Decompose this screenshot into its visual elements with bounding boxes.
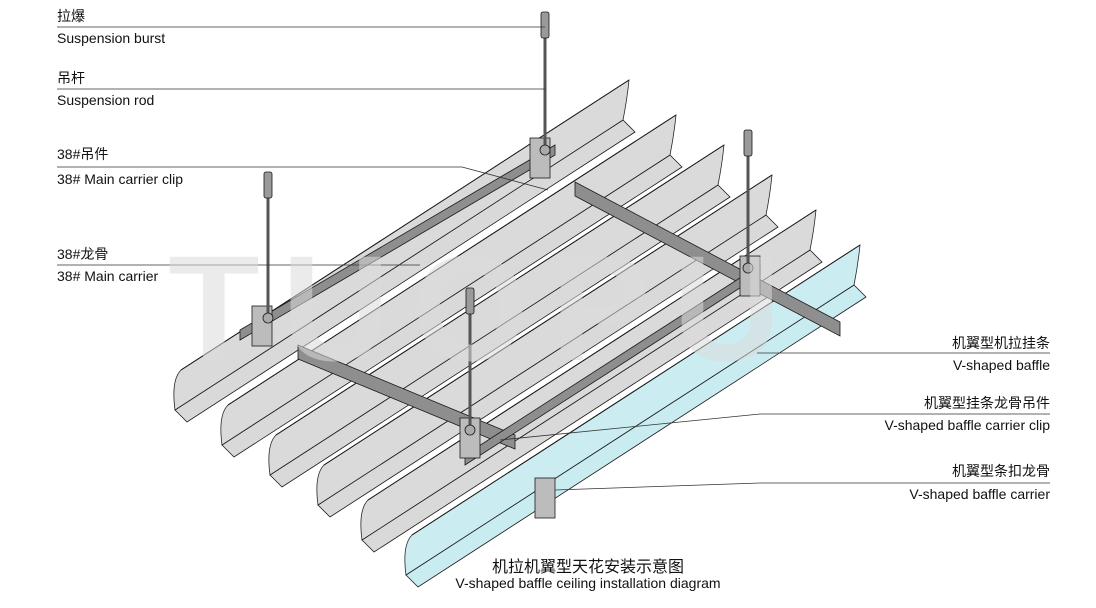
watermark: TUOPU — [168, 224, 803, 392]
leader-lines — [57, 26, 1050, 491]
suspension-burst — [263, 171, 273, 199]
rod-nut — [262, 312, 274, 324]
rod-nut — [742, 262, 754, 274]
label-v-baffle-clip-en: V-shaped baffle carrier clip — [884, 417, 1051, 433]
suspension-burst — [540, 11, 550, 39]
rod-group — [262, 11, 754, 436]
caption-en: V-shaped baffle ceiling installation dia… — [455, 575, 721, 591]
label-suspension-rod-en: Suspension rod — [57, 92, 155, 108]
baffle-lip — [323, 174, 773, 466]
leader-line — [461, 166, 549, 191]
leader-line — [554, 482, 761, 491]
label-main-carrier-en: 38# Main carrier — [57, 268, 159, 284]
suspension-burst — [465, 287, 475, 315]
label-suspension-burst-cn: 拉爆 — [57, 8, 85, 24]
label-suspension-burst-en: Suspension burst — [57, 30, 166, 46]
label-v-baffle-en: V-shaped baffle — [952, 357, 1050, 373]
rod-nut — [464, 424, 476, 436]
label-v-baffle-cn: 机翼型机拉挂条 — [952, 335, 1050, 351]
rod-nut — [539, 144, 551, 156]
leader-line — [499, 413, 761, 441]
caption-cn: 机拉机翼型天花安装示意图 — [491, 559, 684, 576]
label-v-baffle-carrier-cn: 机翼型条扣龙骨 — [952, 463, 1050, 479]
carrier-clip — [534, 477, 556, 519]
label-v-baffle-clip-cn: 机翼型挂条龙骨吊件 — [924, 395, 1050, 411]
baffle-lip — [275, 144, 725, 436]
label-suspension-rod-cn: 吊杆 — [57, 70, 85, 86]
label-v-baffle-carrier-en: V-shaped baffle carrier — [909, 486, 1050, 502]
label-main-carrier-clip-en: 38# Main carrier clip — [57, 171, 184, 187]
label-main-carrier-cn: 38#龙骨 — [57, 246, 109, 262]
label-main-carrier-clip-cn: 38#吊件 — [57, 146, 109, 162]
carrier-clip — [529, 137, 551, 179]
suspension-burst — [743, 129, 753, 157]
main-carrier-left — [239, 144, 556, 341]
